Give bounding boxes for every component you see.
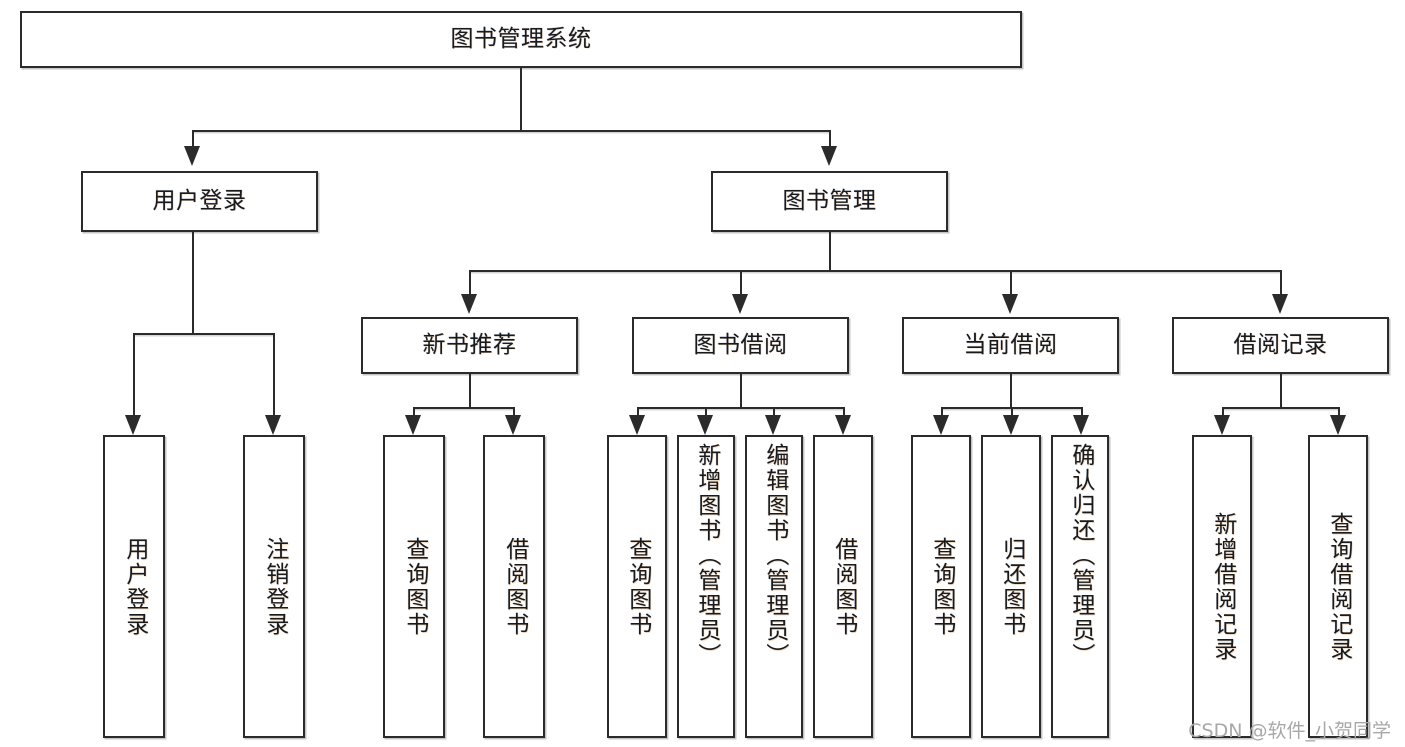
- leaf-confirm-return-admin-label: 确认归还（管理员）: [1067, 443, 1094, 668]
- arrowhead-leaf-query-book-2: [629, 415, 645, 435]
- leaf-user-login-label: 用户登录: [121, 536, 148, 637]
- leaf-add-borrow-record[interactable]: 新增借阅记录: [1192, 435, 1252, 738]
- connector-user-login-stem: [192, 232, 194, 333]
- connector-level3-drop-3: [1010, 270, 1012, 294]
- connector-user-login-drop-2: [273, 333, 275, 415]
- connector-current-borrow-drop-2: [1011, 407, 1013, 415]
- leaf-borrow-book-recommend[interactable]: 借阅图书: [483, 435, 545, 738]
- leaf-query-borrow-record-label: 查询借阅记录: [1325, 511, 1352, 662]
- node-new-book-recommend-label: 新书推荐: [422, 332, 517, 359]
- arrowhead-leaf-confirm-return: [1073, 415, 1089, 435]
- arrowhead-leaf-query-book-1: [405, 415, 421, 435]
- connector-level3-drop-2: [740, 270, 742, 294]
- connector-book-borrow-drop-2: [705, 407, 707, 415]
- arrowhead-leaf-borrow-book-2: [835, 415, 851, 435]
- node-borrow-record-label: 借阅记录: [1233, 332, 1328, 359]
- connector-level2-drop-book-manage: [829, 130, 831, 146]
- leaf-return-book-label: 归还图书: [998, 536, 1025, 637]
- leaf-query-book-borrow-label: 查询图书: [624, 536, 651, 637]
- connector-book-borrow-bus: [637, 407, 843, 409]
- node-book-borrow[interactable]: 图书借阅: [632, 317, 849, 374]
- arrowhead-leaf-borrow-book-1: [505, 415, 521, 435]
- leaf-edit-book-admin-label: 编辑图书（管理员）: [761, 443, 788, 668]
- leaf-query-book-current-label: 查询图书: [928, 536, 955, 637]
- connector-borrow-record-drop-1: [1222, 407, 1224, 415]
- arrowhead-borrow-record: [1272, 294, 1288, 314]
- leaf-add-book-admin[interactable]: 新增图书（管理员）: [677, 435, 735, 738]
- connector-level2-drop-user-login: [192, 130, 194, 146]
- connector-borrow-record-bus: [1222, 407, 1338, 409]
- connector-level2-bus: [192, 130, 830, 132]
- leaf-query-book-recommend-label: 查询图书: [401, 536, 428, 637]
- connector-new-book-drop-2: [513, 407, 515, 415]
- connector-current-borrow-drop-3: [1081, 407, 1083, 415]
- connector-book-borrow-stem: [740, 374, 742, 407]
- node-current-borrow-label: 当前借阅: [963, 332, 1058, 359]
- connector-user-login-drop-1: [133, 333, 135, 415]
- connector-root-stem: [520, 68, 522, 130]
- connector-book-borrow-drop-1: [637, 407, 639, 415]
- node-root-label: 图书管理系统: [450, 26, 592, 53]
- connector-borrow-record-drop-2: [1338, 407, 1340, 415]
- leaf-borrow-book-borrow[interactable]: 借阅图书: [813, 435, 873, 738]
- connector-user-login-bus: [133, 333, 275, 335]
- arrowhead-new-book-recommend: [461, 294, 477, 314]
- leaf-add-book-admin-label: 新增图书（管理员）: [693, 443, 720, 668]
- connector-level3-drop-1: [469, 270, 471, 294]
- connector-book-manage-stem: [829, 232, 831, 270]
- arrowhead-book-borrow: [732, 294, 748, 314]
- leaf-confirm-return-admin[interactable]: 确认归还（管理员）: [1051, 435, 1109, 738]
- connector-book-borrow-drop-3: [773, 407, 775, 415]
- connector-new-book-stem: [469, 374, 471, 407]
- arrowhead-leaf-user-login: [125, 415, 141, 435]
- connector-new-book-drop-1: [413, 407, 415, 415]
- arrowhead-user-login: [184, 146, 200, 166]
- arrowhead-leaf-logout: [265, 415, 281, 435]
- connector-borrow-record-stem: [1280, 374, 1282, 407]
- connector-level3-bus: [469, 270, 1280, 272]
- arrowhead-leaf-add-record: [1214, 415, 1230, 435]
- node-borrow-record[interactable]: 借阅记录: [1172, 317, 1389, 374]
- leaf-return-book[interactable]: 归还图书: [981, 435, 1041, 738]
- leaf-query-book-borrow[interactable]: 查询图书: [607, 435, 667, 738]
- node-new-book-recommend[interactable]: 新书推荐: [361, 317, 578, 374]
- leaf-borrow-book-borrow-label: 借阅图书: [830, 536, 857, 637]
- arrowhead-leaf-edit-book: [765, 415, 781, 435]
- arrowhead-current-borrow: [1002, 294, 1018, 314]
- node-user-login[interactable]: 用户登录: [81, 171, 318, 232]
- connector-current-borrow-stem: [1010, 374, 1012, 407]
- connector-new-book-bus: [413, 407, 513, 409]
- leaf-logout[interactable]: 注销登录: [243, 435, 305, 738]
- connector-current-borrow-drop-1: [941, 407, 943, 415]
- node-book-manage-label: 图书管理: [782, 188, 877, 215]
- leaf-edit-book-admin[interactable]: 编辑图书（管理员）: [745, 435, 803, 738]
- arrowhead-leaf-return-book: [1003, 415, 1019, 435]
- node-current-borrow[interactable]: 当前借阅: [902, 317, 1119, 374]
- node-book-manage[interactable]: 图书管理: [711, 171, 948, 232]
- connector-level3-drop-4: [1280, 270, 1282, 294]
- arrowhead-book-manage: [821, 146, 837, 166]
- leaf-query-book-current[interactable]: 查询图书: [911, 435, 971, 738]
- arrowhead-leaf-add-book: [697, 415, 713, 435]
- node-book-borrow-label: 图书借阅: [693, 332, 788, 359]
- leaf-add-borrow-record-label: 新增借阅记录: [1209, 511, 1236, 662]
- leaf-query-book-recommend[interactable]: 查询图书: [383, 435, 445, 738]
- leaf-query-borrow-record[interactable]: 查询借阅记录: [1308, 435, 1368, 738]
- node-user-login-label: 用户登录: [152, 188, 247, 215]
- arrowhead-leaf-query-record: [1330, 415, 1346, 435]
- node-root-library-system[interactable]: 图书管理系统: [20, 11, 1022, 68]
- leaf-logout-label: 注销登录: [261, 536, 288, 637]
- connector-book-borrow-drop-4: [843, 407, 845, 415]
- leaf-borrow-book-recommend-label: 借阅图书: [501, 536, 528, 637]
- arrowhead-leaf-query-book-3: [933, 415, 949, 435]
- leaf-user-login[interactable]: 用户登录: [103, 435, 165, 738]
